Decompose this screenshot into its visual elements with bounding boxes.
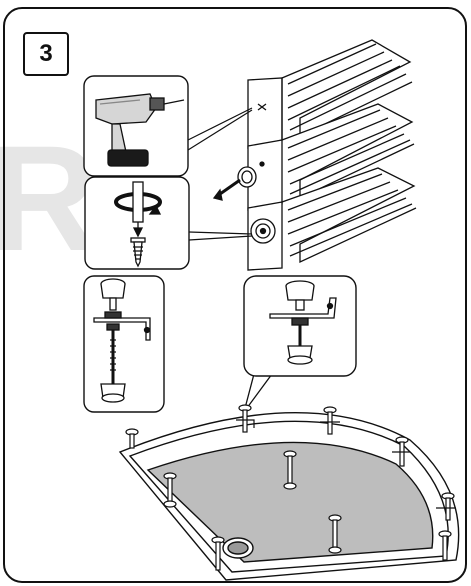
step-number-badge: 3 [23,32,69,76]
tray-leg [211,536,225,571]
adjustable-leg-detail-icon [269,280,337,365]
wall-profile-3 [247,167,417,271]
wall-profile-1 [247,39,413,149]
screw-with-washer [212,166,257,201]
tray-leg [392,436,410,467]
leg-callout-right [243,275,357,413]
tray-leg [283,450,297,490]
tray-leg [328,514,342,554]
fixing-plug [250,218,276,244]
screw-icon [130,237,146,268]
panel-border [3,7,467,583]
tray-leg [320,406,340,435]
screw-callout [84,176,253,270]
drill-callout [83,75,253,177]
tray-leg [125,428,139,449]
leg-callout-left [83,275,165,413]
tray-leg [438,530,452,561]
step-number: 3 [39,40,53,67]
tray-leg [163,472,177,508]
cordless-drill-icon [95,93,185,167]
tray-legs [125,404,456,571]
rotate-clockwise-icon [114,181,162,238]
shower-tray [118,412,460,581]
wall-profiles [247,39,417,271]
tray-leg [236,404,255,433]
tray-leg [436,492,456,521]
adjustable-leg-icon [93,278,151,403]
